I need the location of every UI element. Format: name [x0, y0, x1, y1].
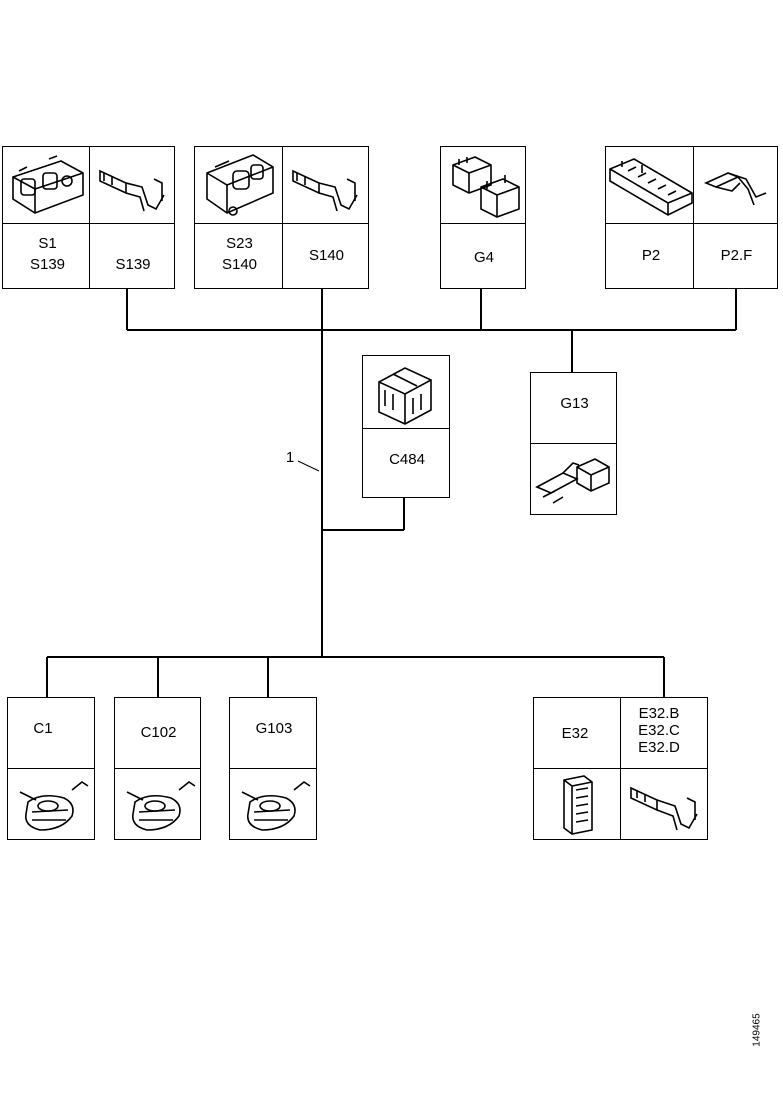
connector-s1: S1 S139 — [2, 146, 91, 289]
connector-label: E32.B — [638, 705, 680, 722]
terminal-s139: S139 — [89, 146, 175, 289]
connector-label: S1 — [38, 235, 57, 252]
connector-housing-icon — [199, 149, 279, 221]
connector-housing-icon — [369, 360, 445, 428]
connector-g103: G103 — [229, 697, 317, 840]
connector-label: S140 — [221, 256, 258, 273]
connector-label: E32 — [561, 725, 589, 742]
wire-label: 1 — [285, 449, 295, 466]
connector-label: E32.D — [638, 739, 680, 756]
connector-c1: C1 — [7, 697, 95, 840]
cable-plug-icon — [12, 772, 92, 836]
terminal-pin-icon — [702, 161, 772, 213]
connector-housing-icon — [445, 151, 523, 219]
connector-p2: P2 — [605, 146, 695, 289]
connector-label: G13 — [560, 395, 589, 412]
terminal-pin-icon — [627, 778, 703, 832]
connector-label: S140 — [308, 247, 345, 264]
connector-housing-icon — [7, 151, 87, 219]
connector-e32: E32 — [533, 697, 621, 840]
connector-s23: S23 S140 — [194, 146, 283, 289]
connector-c484: C484 — [362, 355, 450, 498]
connector-label: P2 — [641, 247, 661, 264]
terminal-s140: S140 — [282, 146, 369, 289]
connector-g13: G13 — [530, 372, 617, 515]
connector-label: S139 — [29, 256, 66, 273]
connector-housing-icon — [554, 774, 602, 836]
connector-label: C484 — [389, 451, 425, 468]
cable-plug-icon — [119, 772, 199, 836]
ground-terminal-icon — [533, 451, 615, 511]
terminal-pin-icon — [96, 157, 170, 215]
connector-label: S23 — [226, 235, 253, 252]
cable-plug-icon — [234, 772, 314, 836]
connector-housing-icon — [608, 153, 694, 217]
terminal-e32b: E32.B E32.C E32.D — [620, 697, 708, 840]
connector-label: G4 — [473, 249, 494, 266]
wire-label-leader — [297, 460, 320, 472]
document-id-text: 149465 — [751, 1013, 763, 1047]
connector-g4: G4 — [440, 146, 526, 289]
connector-label: E32.C — [638, 722, 680, 739]
document-id: 149465 — [742, 1010, 772, 1050]
connector-label: C1 — [33, 720, 53, 737]
connector-c102: C102 — [114, 697, 201, 840]
connector-label: C102 — [140, 724, 177, 741]
connector-label: S139 — [115, 256, 151, 273]
terminal-pin-icon — [289, 157, 363, 215]
terminal-p2f: P2.F — [693, 146, 778, 289]
connector-label: P2.F — [720, 247, 753, 264]
connector-label: G103 — [255, 720, 293, 737]
